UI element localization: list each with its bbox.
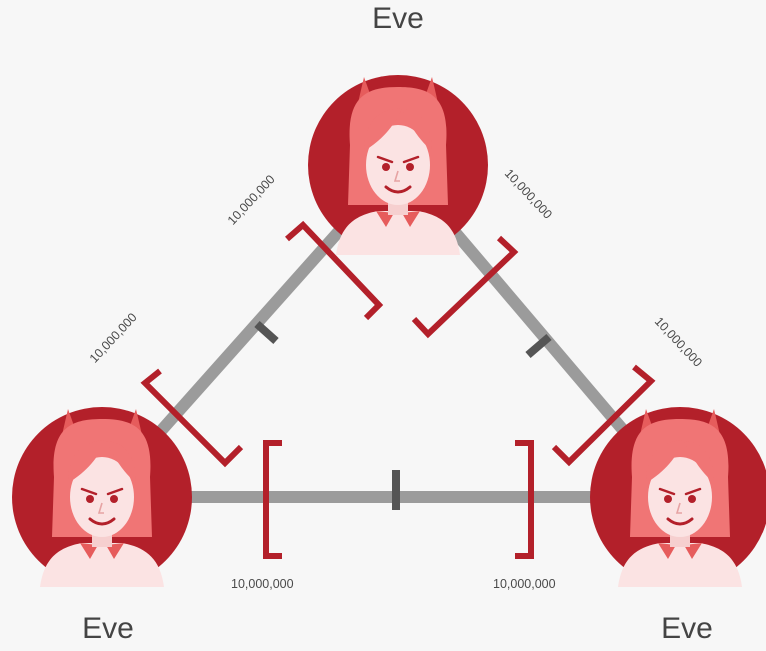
amount-bottom-channel-right: 10,000,000 [493,577,556,591]
top-avatar-icon [306,73,490,257]
node-name-top: Eve [372,2,424,35]
bracket-top-right-channel-top [411,235,519,339]
channel-brackets [140,220,656,559]
right-avatar-icon [588,405,766,589]
node-name-left: Eve [82,612,134,645]
bracket-top-right-channel-right [551,364,656,467]
bracket-top-left-channel-top [285,220,384,321]
amount-bottom-channel-left: 10,000,000 [231,577,294,591]
bracket-bottom-channel-left [263,440,282,559]
bracket-top-left-channel-left [140,368,244,468]
node-name-right: Eve [661,612,713,645]
left-avatar-icon [10,405,194,589]
bracket-bottom-channel-right [515,440,534,559]
channel-ticks [254,321,552,510]
